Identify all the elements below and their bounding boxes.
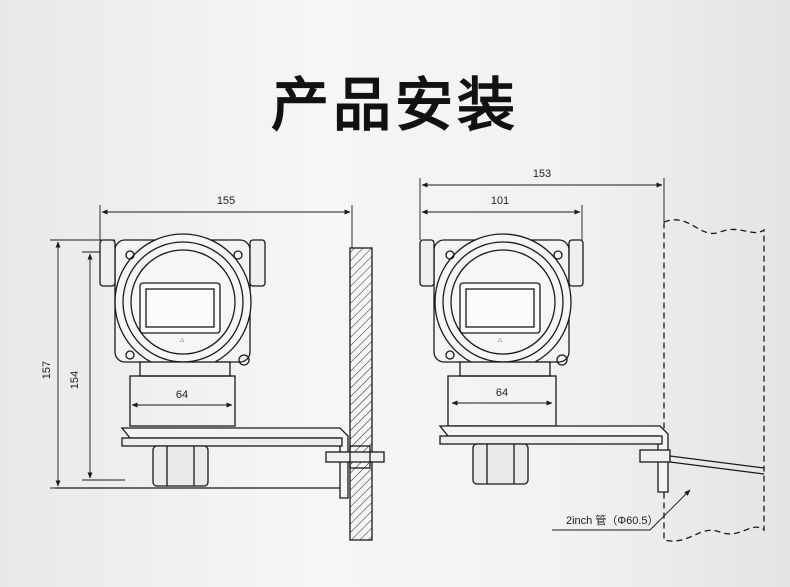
left-height-outer-dim: 157 (41, 361, 53, 379)
left-stem-dim: 64 (176, 389, 188, 401)
u-bolt (639, 449, 671, 463)
left-wall-mount-drawing: ⌂ (55, 233, 385, 541)
right-width-inner-dim: 101 (491, 195, 509, 207)
right-pipe-mount-drawing: ⌂ (419, 219, 765, 542)
lcd-display-right (459, 282, 541, 334)
right-stem-dim: 64 (496, 387, 508, 399)
left-width-dim: 155 (217, 195, 235, 207)
wall-hatch (349, 247, 373, 541)
process-connection (152, 445, 209, 487)
svg-text:⌂: ⌂ (180, 337, 184, 344)
left-dimensions (50, 205, 353, 489)
svg-text:⌂: ⌂ (498, 337, 502, 344)
left-height-inner-dim: 154 (69, 371, 81, 389)
pipe-outline (663, 219, 765, 542)
pipe-label: 2inch 管（Φ60.5） (566, 513, 659, 527)
lcd-display (139, 282, 221, 334)
process-connection-right (472, 443, 529, 485)
transmitter-neck (139, 361, 231, 377)
right-width-outer-dim: 153 (533, 168, 551, 180)
right-dimensions (419, 178, 691, 531)
wall-bolt (325, 451, 385, 463)
page-title: 产品安装 (270, 71, 519, 139)
